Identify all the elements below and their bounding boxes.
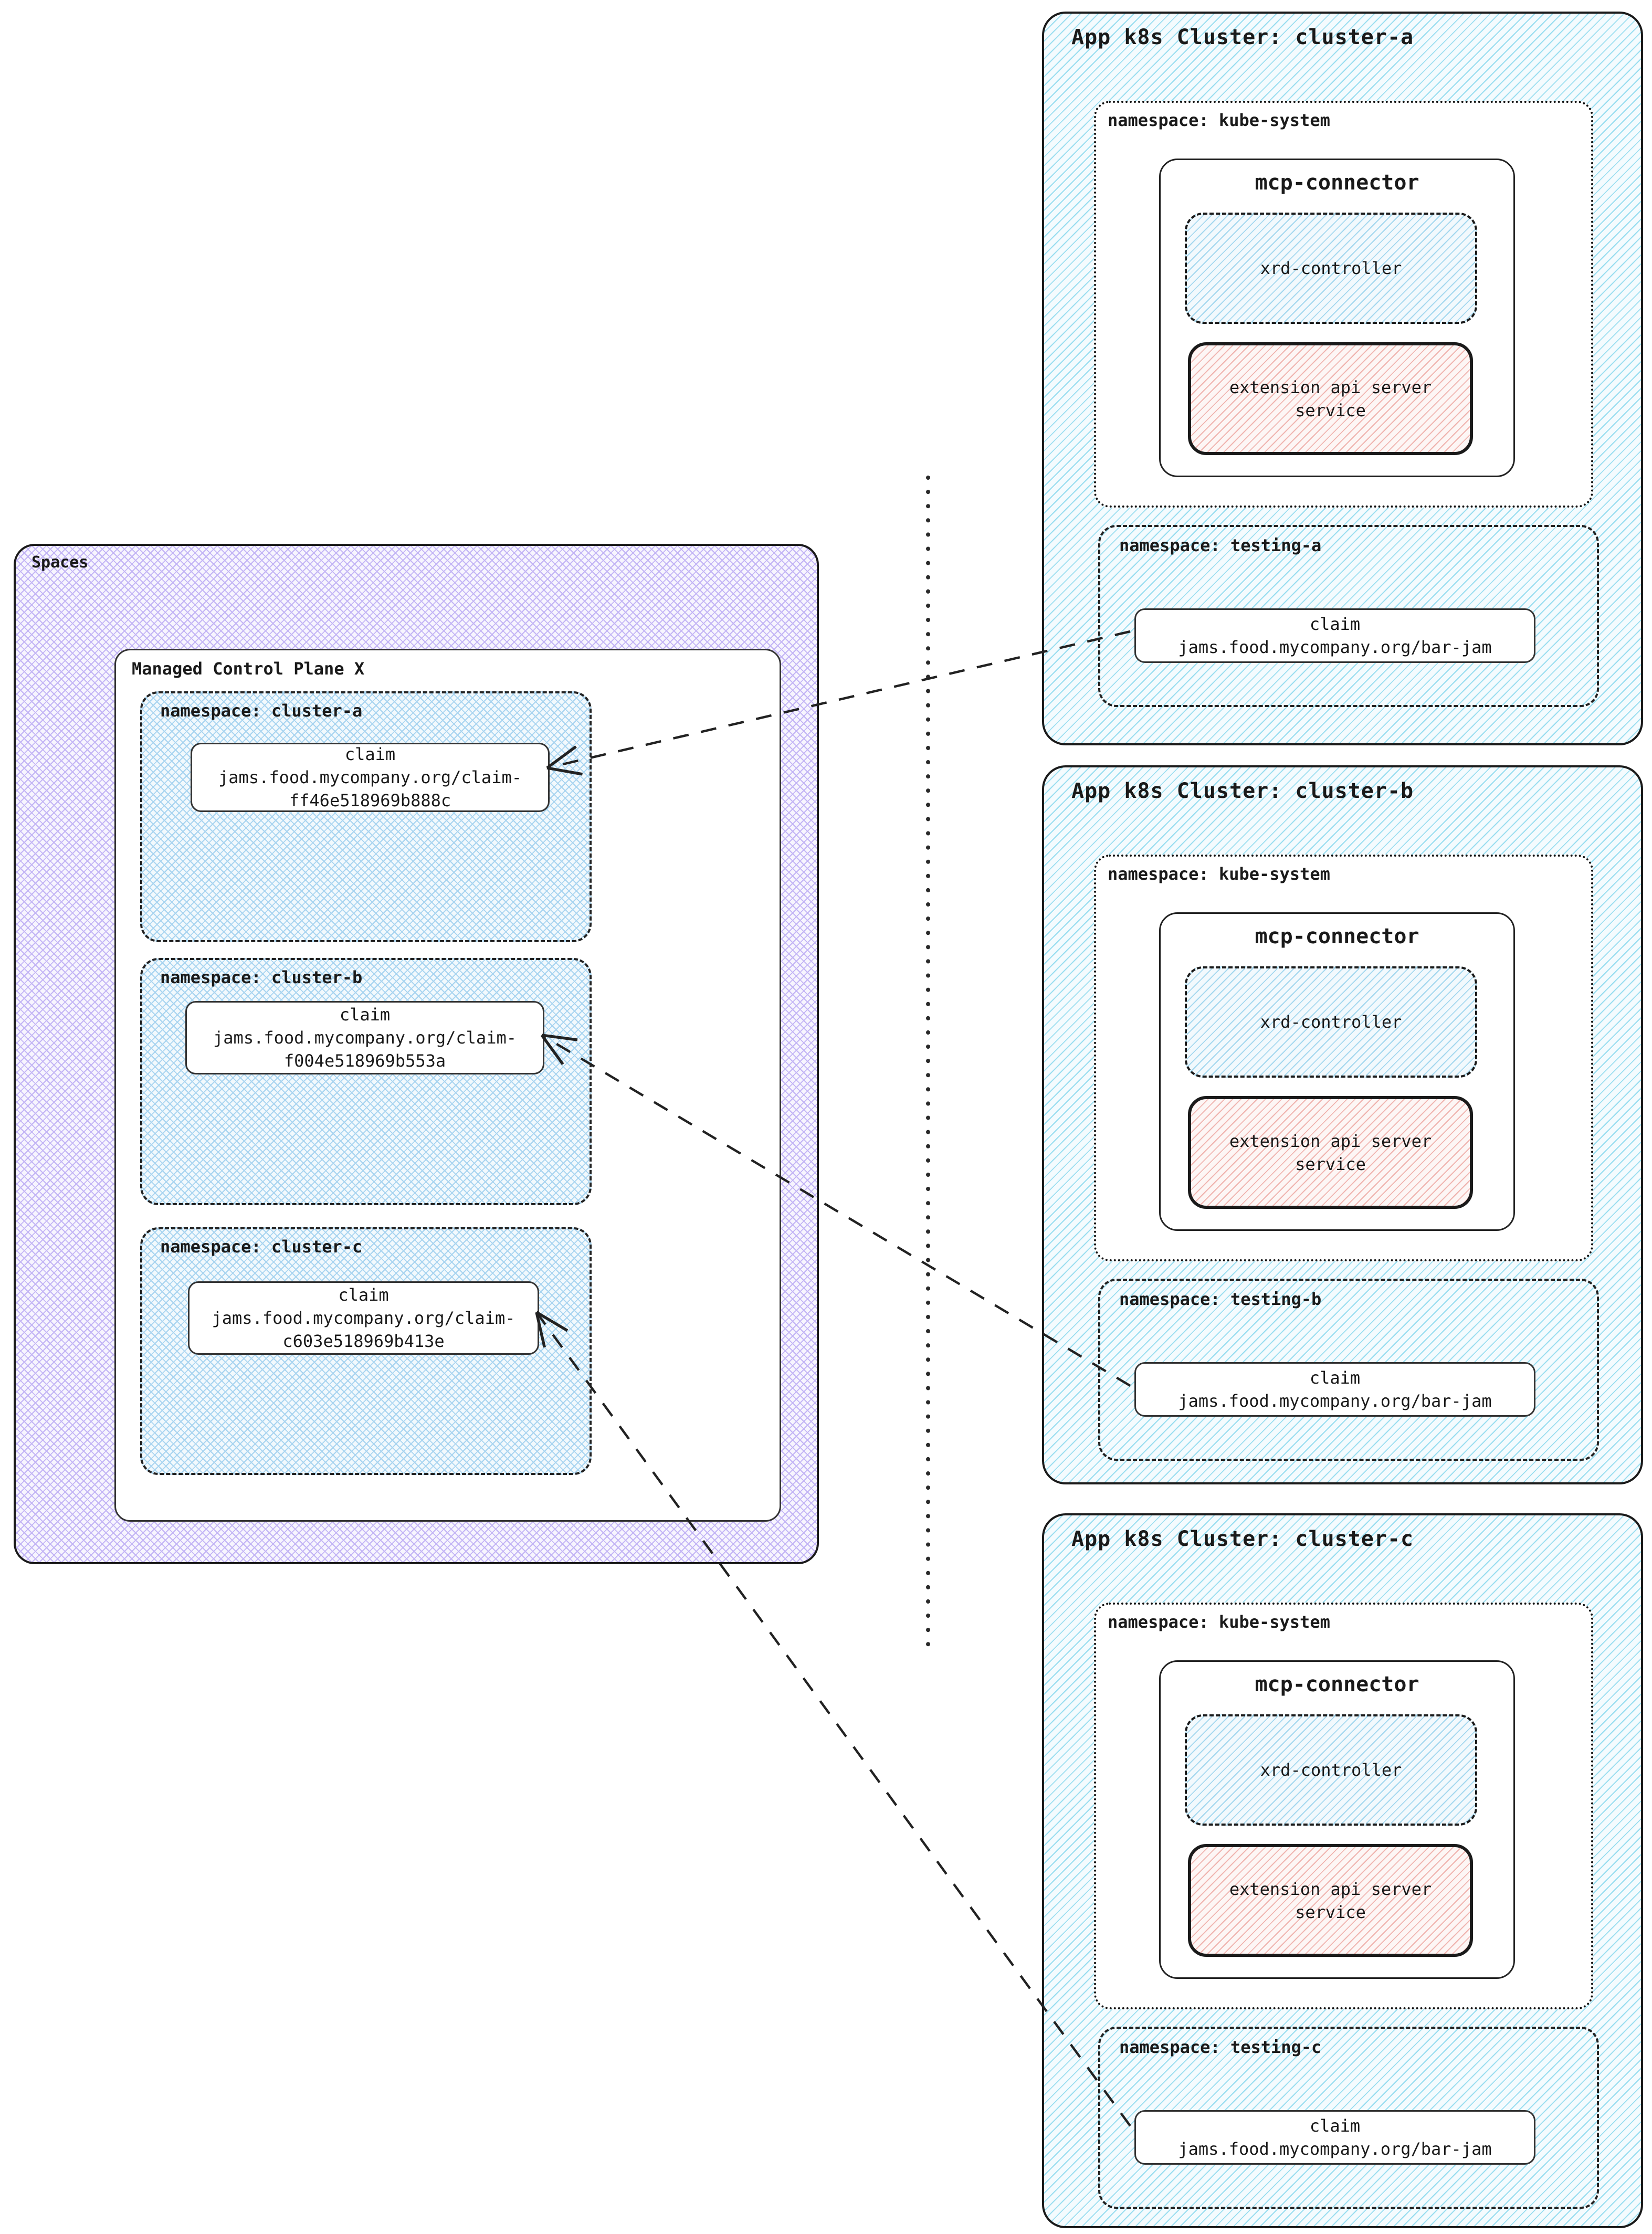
namespace-cluster-b-label: namespace: cluster-b [160, 967, 363, 987]
xrd-controller-box: xrd-controller [1185, 1714, 1477, 1826]
claim-box-cluster-a: claim jams.food.mycompany.org/claim- ff4… [191, 743, 550, 812]
kube-system-label: namespace: kube-system [1108, 864, 1330, 884]
testing-c-namespace-box: namespace: testing-c claim jams.food.myc… [1098, 2027, 1599, 2209]
claim-line1: jams.food.mycompany.org/claim- [212, 1308, 515, 1328]
extension-api-line1: extension api server [1229, 1131, 1432, 1151]
mcp-connector-box: mcp-connector xrd-controller extension a… [1159, 912, 1515, 1231]
cluster-a-panel: App k8s Cluster: cluster-a namespace: ku… [1042, 12, 1643, 745]
xrd-controller-box: xrd-controller [1185, 213, 1477, 324]
claim-line1: jams.food.mycompany.org/claim- [213, 1028, 517, 1048]
testing-a-label: namespace: testing-a [1119, 535, 1322, 555]
testing-c-label: namespace: testing-c [1119, 2037, 1322, 2057]
testing-c-claim-box: claim jams.food.mycompany.org/bar-jam [1134, 2110, 1535, 2165]
extension-api-line2: service [1295, 400, 1366, 420]
mcp-connector-box: mcp-connector xrd-controller extension a… [1159, 159, 1515, 477]
namespace-cluster-b-box: namespace: cluster-b claim jams.food.myc… [140, 958, 592, 1205]
extension-api-line1: extension api server [1229, 377, 1432, 397]
claim-value: jams.food.mycompany.org/bar-jam [1178, 2139, 1492, 2159]
cluster-a-title: App k8s Cluster: cluster-a [1071, 25, 1414, 49]
namespace-cluster-c-box: namespace: cluster-c claim jams.food.myc… [140, 1227, 592, 1475]
managed-control-plane-label: Managed Control Plane X [132, 659, 365, 679]
mcp-connector-label: mcp-connector [1255, 1672, 1419, 1696]
testing-b-namespace-box: namespace: testing-b claim jams.food.myc… [1098, 1279, 1599, 1461]
extension-api-line1: extension api server [1229, 1879, 1432, 1899]
extension-api-server-box: extension api server service [1188, 1096, 1473, 1209]
kube-system-namespace-box: namespace: kube-system mcp-connector xrd… [1094, 855, 1593, 1261]
xrd-controller-label: xrd-controller [1260, 1012, 1402, 1032]
testing-a-claim-box: claim jams.food.mycompany.org/bar-jam [1134, 608, 1535, 663]
extension-api-server-box: extension api server service [1188, 1844, 1473, 1957]
extension-api-server-box: extension api server service [1188, 342, 1473, 455]
mcp-connector-label: mcp-connector [1255, 924, 1419, 949]
claim-title: claim [338, 1285, 389, 1305]
claim-box-cluster-c: claim jams.food.mycompany.org/claim- c60… [188, 1281, 539, 1355]
namespace-cluster-c-label: namespace: cluster-c [160, 1237, 363, 1257]
namespace-cluster-a-label: namespace: cluster-a [160, 701, 363, 721]
claim-title: claim [339, 1005, 391, 1025]
spaces-label: Spaces [31, 553, 89, 572]
testing-a-namespace-box: namespace: testing-a claim jams.food.myc… [1098, 525, 1599, 707]
kube-system-label: namespace: kube-system [1108, 1612, 1330, 1632]
claim-box-cluster-b: claim jams.food.mycompany.org/claim- f00… [185, 1001, 544, 1074]
testing-b-label: namespace: testing-b [1119, 1289, 1322, 1309]
xrd-controller-box: xrd-controller [1185, 966, 1477, 1078]
kube-system-label: namespace: kube-system [1108, 110, 1330, 130]
mcp-connector-label: mcp-connector [1255, 171, 1419, 195]
extension-api-line2: service [1295, 1154, 1366, 1174]
claim-title: claim [344, 744, 396, 764]
claim-line2: ff46e518969b888c [289, 791, 451, 810]
cluster-c-panel: App k8s Cluster: cluster-c namespace: ku… [1042, 1513, 1643, 2228]
claim-line2: c603e518969b413e [282, 1331, 445, 1351]
mcp-connector-box: mcp-connector xrd-controller extension a… [1159, 1660, 1515, 1979]
spaces-panel: Spaces Managed Control Plane X namespace… [14, 544, 819, 1564]
extension-api-line2: service [1295, 1902, 1366, 1922]
cluster-c-title: App k8s Cluster: cluster-c [1071, 1527, 1414, 1551]
cluster-b-panel: App k8s Cluster: cluster-b namespace: ku… [1042, 765, 1643, 1484]
claim-line1: jams.food.mycompany.org/claim- [218, 767, 522, 787]
claim-title: claim [1309, 614, 1361, 634]
claim-title: claim [1309, 1368, 1361, 1388]
kube-system-namespace-box: namespace: kube-system mcp-connector xrd… [1094, 101, 1593, 508]
cluster-b-title: App k8s Cluster: cluster-b [1071, 779, 1414, 803]
claim-value: jams.food.mycompany.org/bar-jam [1178, 637, 1492, 657]
namespace-cluster-a-box: namespace: cluster-a claim jams.food.myc… [140, 691, 592, 942]
xrd-controller-label: xrd-controller [1260, 258, 1402, 278]
testing-b-claim-box: claim jams.food.mycompany.org/bar-jam [1134, 1362, 1535, 1417]
claim-value: jams.food.mycompany.org/bar-jam [1178, 1391, 1492, 1411]
claim-line2: f004e518969b553a [283, 1051, 446, 1071]
kube-system-namespace-box: namespace: kube-system mcp-connector xrd… [1094, 1603, 1593, 2009]
xrd-controller-label: xrd-controller [1260, 1760, 1402, 1780]
claim-title: claim [1309, 2116, 1361, 2136]
managed-control-plane-panel: Managed Control Plane X namespace: clust… [114, 649, 781, 1522]
